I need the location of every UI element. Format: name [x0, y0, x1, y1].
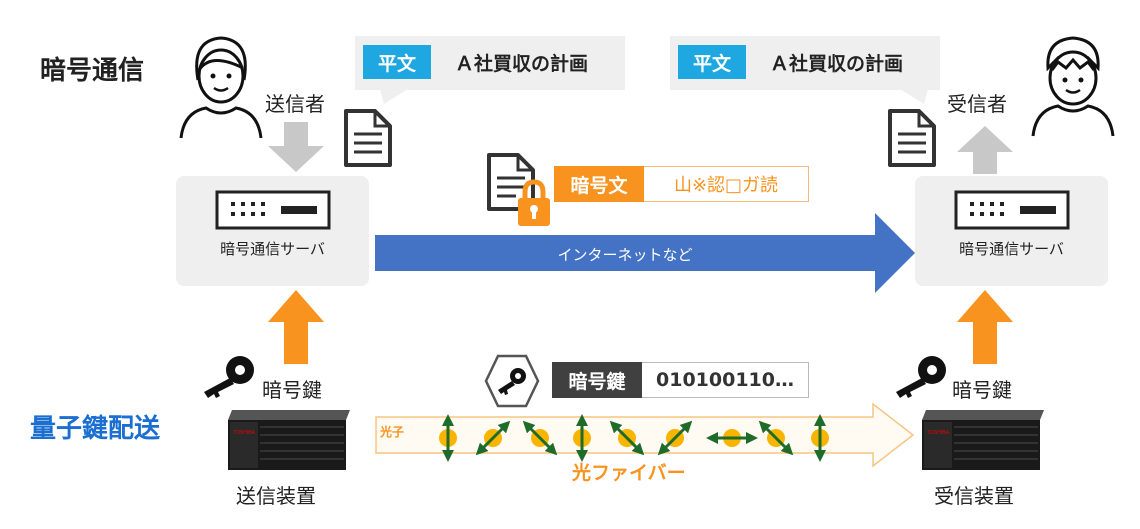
encrypted-document-icon [487, 153, 550, 226]
device-brand: TOSHIBA [927, 430, 950, 436]
internet-arrow [375, 213, 915, 293]
key-up-arrow-sender [268, 290, 324, 364]
receiver-server-label: 暗号通信サーバ [959, 240, 1064, 258]
photon-label: 光子 [380, 425, 405, 439]
sender-person-icon [179, 36, 263, 139]
down-arrow-sender [268, 122, 324, 172]
plaintext-text-right: Ａ社買収の計画 [770, 52, 904, 75]
photon-7 [706, 429, 758, 447]
photon-4 [573, 414, 591, 462]
sender-device-label: 送信装置 [236, 484, 316, 508]
key-value-tag: 暗号鍵 [552, 362, 642, 398]
secure-key-hexagon-icon [484, 354, 540, 408]
key-value: 010100110… [656, 369, 794, 391]
key-value-box: 010100110… [642, 362, 809, 398]
key-icon-sender [204, 356, 254, 398]
sender-qkd-device: TOSHIBA [228, 410, 350, 470]
receiver-qkd-device: TOSHIBA [922, 410, 1044, 470]
key-icon-receiver [896, 356, 946, 398]
photon-1 [439, 414, 457, 462]
plaintext-text-left: Ａ社買収の計画 [455, 52, 589, 75]
server-device-icon [215, 190, 331, 230]
receiver-label: 受信者 [947, 92, 1007, 116]
server-device-icon [954, 190, 1070, 230]
receiver-server: 暗号通信サーバ [915, 176, 1108, 286]
plaintext-tag-left: 平文 [363, 45, 431, 79]
up-arrow-receiver [957, 126, 1013, 174]
ciphertext-value-box: 山※認□ガ読 [644, 166, 809, 202]
ciphertext-tag: 暗号文 [554, 166, 644, 202]
sender-server-label: 暗号通信サーバ [220, 240, 325, 258]
photon-2 [475, 420, 511, 456]
key-label-sender: 暗号鍵 [262, 378, 322, 402]
photon-6 [657, 420, 693, 456]
photon-5 [609, 420, 645, 456]
section-title-quantum-key-distribution: 量子鍵配送 [30, 414, 161, 444]
section-title-encrypted-communication: 暗号通信 [40, 56, 145, 86]
key-up-arrow-receiver [957, 290, 1013, 364]
bubble-tail-right [900, 89, 928, 104]
fiber-label: 光ファイバー [572, 462, 686, 484]
plaintext-tag-right: 平文 [678, 45, 746, 79]
key-label-receiver: 暗号鍵 [952, 378, 1012, 402]
photon-3 [522, 420, 558, 456]
internet-arrow-label: インターネットなど [557, 246, 693, 264]
receiver-device-label: 受信装置 [934, 484, 1014, 508]
bubble-tail-left [380, 89, 408, 104]
photon-9 [811, 414, 829, 462]
sender-label: 送信者 [265, 92, 325, 116]
ciphertext-value: 山※認□ガ読 [673, 175, 779, 196]
device-brand: TOSHIBA [233, 430, 256, 436]
sender-server: 暗号通信サーバ [176, 176, 369, 286]
photons [439, 414, 829, 462]
document-icon-sender [344, 109, 392, 167]
receiver-person-icon [1031, 36, 1115, 137]
document-icon-receiver [888, 109, 936, 167]
photon-8 [758, 420, 794, 456]
